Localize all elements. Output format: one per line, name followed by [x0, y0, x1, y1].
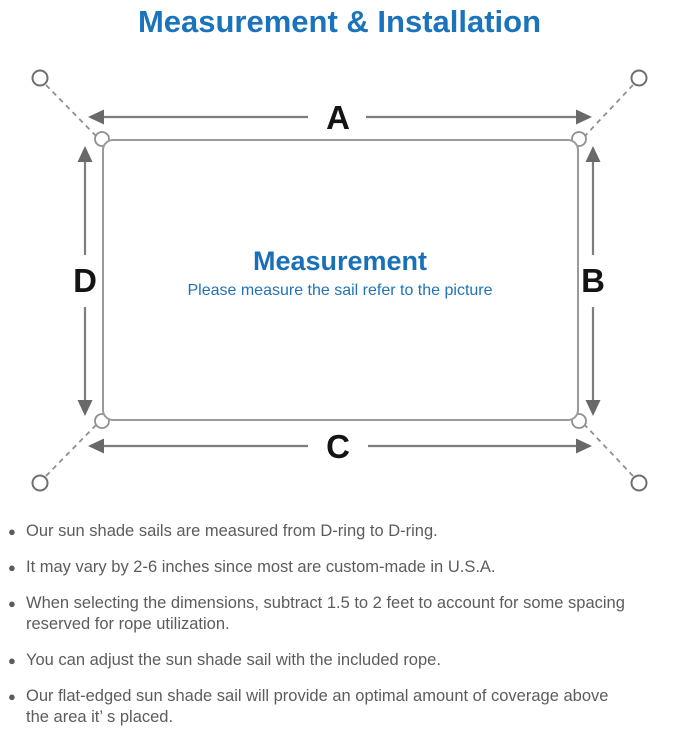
note-text: It may vary by 2-6 inches since most are…	[26, 558, 496, 576]
note-text: Our flat-edged sun shade sail will provi…	[26, 687, 609, 726]
list-item: ● When selecting the dimensions, subtrac…	[8, 593, 672, 635]
list-item: ● Our sun shade sails are measured from …	[8, 521, 672, 542]
arrow-left-icon	[88, 438, 104, 454]
anchor-point-icon	[31, 474, 49, 492]
note-text: When selecting the dimensions, subtract …	[26, 594, 625, 633]
arrow-left-icon	[88, 109, 104, 125]
arrow-down-icon	[585, 400, 601, 416]
anchor-point-icon	[630, 69, 648, 87]
bullet-icon: ●	[8, 689, 16, 704]
arrow-up-icon	[585, 146, 601, 162]
measurement-diagram: A C D B Measurement Please measure the s…	[31, 69, 648, 492]
list-item: ● You can adjust the sun shade sail with…	[8, 650, 672, 671]
rope-line-top-left	[45, 84, 100, 140]
arrow-right-icon	[576, 438, 592, 454]
anchor-point-icon	[31, 69, 49, 87]
arrow-up-icon	[77, 146, 93, 162]
dimension-label-a: A	[326, 99, 350, 136]
bullet-icon: ●	[8, 524, 16, 539]
note-text: You can adjust the sun shade sail with t…	[26, 651, 441, 669]
dimension-label-c: C	[326, 428, 350, 465]
list-item: ● It may vary by 2-6 inches since most a…	[8, 557, 672, 578]
list-item: ● Our flat-edged sun shade sail will pro…	[8, 686, 672, 728]
arrow-right-icon	[576, 109, 592, 125]
note-text: Our sun shade sails are measured from D-…	[26, 522, 438, 540]
rope-line-top-right	[581, 84, 634, 140]
dimension-label-d: D	[73, 262, 97, 299]
bullet-icon: ●	[8, 596, 16, 611]
notes-list: ● Our sun shade sails are measured from …	[0, 521, 678, 743]
rope-line-bottom-right	[581, 421, 634, 477]
bullet-icon: ●	[8, 653, 16, 668]
arrow-down-icon	[77, 400, 93, 416]
bullet-icon: ●	[8, 560, 16, 575]
dimension-label-b: B	[581, 262, 605, 299]
rope-line-bottom-left	[45, 421, 100, 477]
anchor-point-icon	[630, 474, 648, 492]
diagram-center-title: Measurement	[253, 246, 427, 276]
page-title: Measurement & Installation	[137, 4, 542, 39]
diagram-center-subtitle: Please measure the sail refer to the pic…	[187, 282, 492, 299]
sail-outline	[102, 139, 579, 421]
